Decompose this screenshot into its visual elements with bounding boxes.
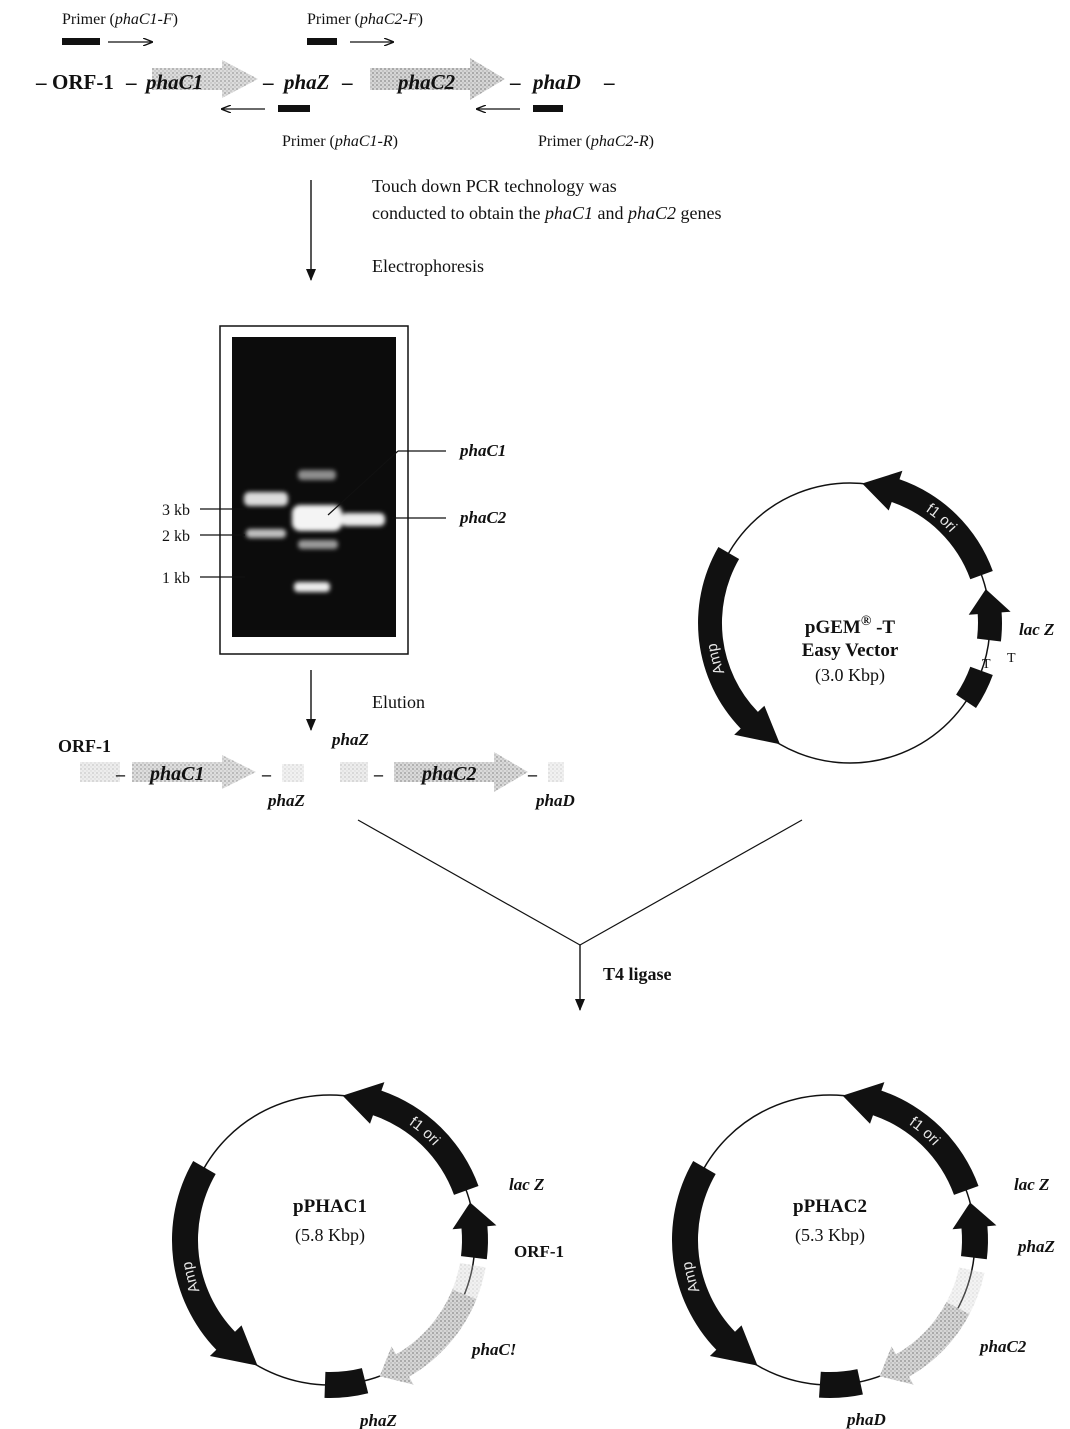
vector-t1-label: T (982, 657, 991, 672)
fragment-phaZ-block (282, 764, 304, 782)
primer-c2r-group: Primer (phaC2-R) (477, 105, 654, 150)
primer-c1f-label: Primer (phaC1-F) (62, 11, 178, 28)
gene-phaC2-label: phaC2 (396, 70, 456, 94)
gel-image (220, 326, 408, 654)
band-lane2-lower (298, 540, 338, 549)
marker-1kb: 1 kb (162, 570, 190, 587)
primer-c1r-label: Primer (phaC1-R) (282, 133, 398, 150)
plasmid2-lacz-label: lac Z (1014, 1175, 1049, 1194)
band-ladder-2kb (246, 529, 286, 538)
band-1kb (294, 582, 330, 592)
plasmid1-name: pPHAC1 (293, 1196, 367, 1217)
fragment-phaZ2-block (340, 762, 368, 782)
pcr-text-line2: conducted to obtain the phaC1 and phaC2 … (372, 203, 721, 223)
primer-c1r-bar (278, 105, 310, 112)
merge-line-left (358, 820, 580, 945)
electrophoresis-label: Electrophoresis (372, 256, 484, 276)
gene-orf1-label: ORF-1 (52, 70, 114, 94)
fragment-orf1-block (80, 762, 120, 782)
vector-size: (3.0 Kbp) (815, 665, 885, 686)
plasmid2-name: pPHAC2 (793, 1196, 867, 1217)
plasmid2-top-label: phaZ (1016, 1237, 1055, 1256)
plasmid2-ori-arrow (843, 1082, 979, 1195)
plasmid2-insert-arrow (880, 1302, 970, 1385)
gene-phaD-label: phaD (531, 70, 581, 94)
plasmid1-ori-arrow (343, 1082, 479, 1195)
fragment-orf1-label: ORF-1 (58, 736, 111, 756)
cluster-dash-3: – (262, 70, 274, 94)
cluster-dash-1: – (35, 70, 47, 94)
plasmid1-lacz-label: lac Z (509, 1175, 544, 1194)
band-lane2-smear (298, 470, 336, 480)
gene-cluster: – ORF-1 – phaC1 – phaZ – phaC2 – phaD – (35, 58, 615, 100)
gel-label-phaC2: phaC2 (458, 508, 507, 527)
fragment-dash-1: – (115, 764, 126, 784)
fragment-phaC1-label: phaC1 (148, 763, 204, 785)
band-ladder-3kb (244, 492, 288, 506)
cluster-dash-6: – (603, 70, 615, 94)
plasmid1-bottom-label: phaZ (358, 1411, 397, 1429)
ligase-label: T4 ligase (603, 964, 672, 984)
elution-label: Elution (372, 692, 425, 712)
vector-t2-label: T (1007, 651, 1016, 666)
vector-lacz-label: lac Z (1019, 620, 1054, 639)
plasmid2-map: Ampf1 ori pPHAC2 (5.3 Kbp) lac Z phaZ ph… (672, 1082, 1055, 1429)
plasmid2-bottom-label: phaD (845, 1410, 886, 1429)
plasmid1-orf-label: ORF-1 (514, 1242, 564, 1261)
fragment-dash-4: – (527, 764, 538, 784)
fragment-dash-2: – (261, 764, 272, 784)
cluster-dash-2: – (125, 70, 137, 94)
cluster-dash-5: – (509, 70, 521, 94)
primer-c1r-group: Primer (phaC1-R) (222, 105, 398, 150)
gel-label-phaC1: phaC1 (458, 441, 506, 460)
primer-c1f-group: Primer (phaC1-F) (62, 11, 178, 45)
vector-ori-arrow (862, 471, 993, 579)
plasmid1-phaZ-block (325, 1368, 369, 1398)
marker-3kb: 3 kb (162, 502, 190, 519)
fragment-phaC2-label: phaC2 (420, 763, 476, 785)
primer-c1f-bar (62, 38, 100, 45)
primer-c2f-label: Primer (phaC2-F) (307, 11, 423, 28)
plasmid2-lacz-arrow (953, 1203, 997, 1260)
plasmid1-insert-label: phaC! (470, 1340, 516, 1359)
vector-name: pGEM® -T (805, 614, 895, 638)
vector-subtitle: Easy Vector (802, 640, 899, 661)
cluster-dash-4: – (341, 70, 353, 94)
eluted-fragments: ORF-1 – phaC1 – phaZ phaZ – phaC2 – phaD (58, 730, 575, 810)
fragment-dash-3: – (373, 764, 384, 784)
plasmid1-insert-arrow (380, 1289, 477, 1384)
plasmid2-size: (5.3 Kbp) (795, 1225, 865, 1246)
marker-2kb: 2 kb (162, 528, 190, 545)
primer-c2r-bar (533, 105, 563, 112)
primer-c2r-label: Primer (phaC2-R) (538, 133, 654, 150)
fragment-phaZ-top: phaZ (330, 730, 369, 749)
vector-lacz-arrow (969, 589, 1011, 641)
merge-line-right (580, 820, 802, 945)
gene-phaZ-label: phaZ (282, 70, 330, 94)
band-phaC2 (341, 513, 385, 526)
plasmid1-lacz-arrow (453, 1203, 497, 1260)
fragment-phaZ-bottom: phaZ (266, 791, 305, 810)
plasmid2-phaD-block (819, 1369, 863, 1398)
plasmid2-insert-label: phaC2 (978, 1337, 1027, 1356)
plasmid1-size: (5.8 Kbp) (295, 1225, 365, 1246)
fragment-phaD-label: phaD (534, 791, 575, 810)
pcr-text-line1: Touch down PCR technology was (372, 176, 617, 196)
primer-c2f-group: Primer (phaC2-F) (307, 11, 423, 45)
gene-phaC1-label: phaC1 (144, 70, 203, 94)
vector-mcs-block (956, 667, 993, 708)
fragment-phaD-block (548, 762, 564, 782)
primer-c2f-bar (307, 38, 337, 45)
